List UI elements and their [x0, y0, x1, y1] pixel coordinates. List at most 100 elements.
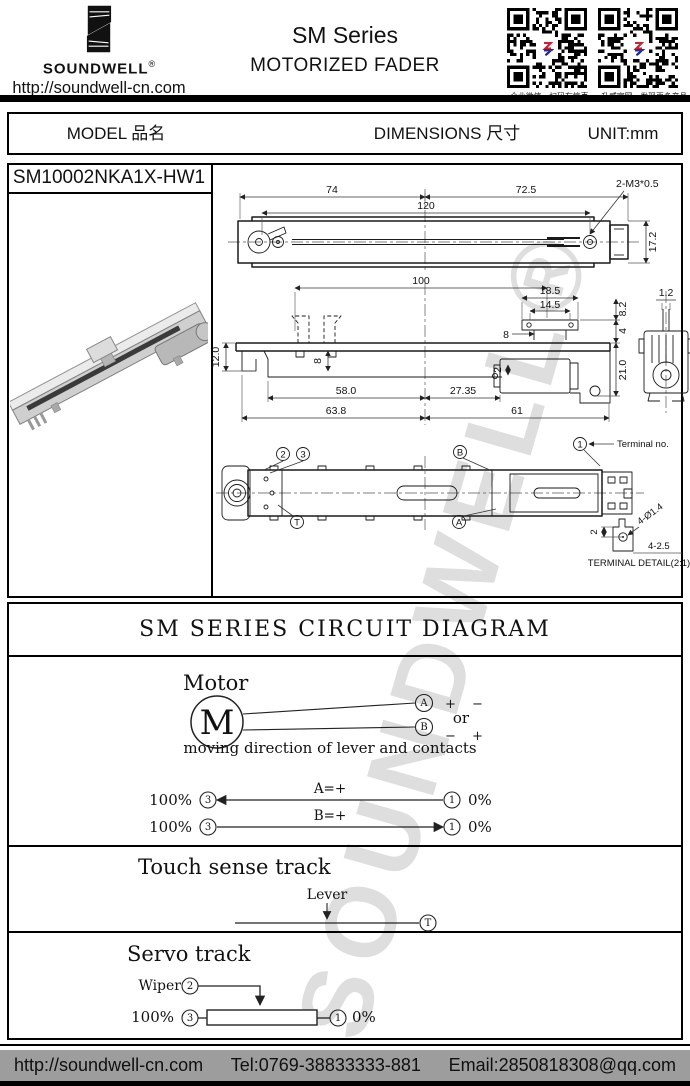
dim-100: 100 — [412, 275, 430, 287]
soundwell-logo-icon — [86, 5, 112, 53]
footer-tel: Tel:0769-38833333-881 — [230, 1055, 421, 1075]
polarity-b-plus: + — [472, 729, 483, 744]
dim-thread: 2-M3*0.5 — [616, 178, 659, 190]
terminal-no-label: Terminal no. — [617, 439, 669, 450]
footer-bottom-bar — [0, 1081, 690, 1086]
touch-sense-section: Touch sense track Lever T — [9, 847, 681, 933]
row-a-right-terminal: 1 — [449, 795, 455, 806]
servo-track-section: Servo track Wiper 2 100% 3 1 0% — [9, 933, 681, 1034]
row-b-left-terminal: 3 — [205, 822, 211, 833]
bottom-view: 2 3 B 1 T A Terminal no. — [216, 437, 669, 530]
dim-4: 4 — [617, 328, 629, 334]
servo-heading: Servo track — [127, 942, 251, 966]
end-view: 1.2 — [638, 287, 690, 413]
dimension-drawing: 74 72.5 120 2-M3*0.5 17.2 — [210, 178, 690, 569]
terminal-detail: 4-Ø1.4 2 4-2.5 TERMINAL DETAIL(2:1) — [588, 501, 690, 569]
row-a-label: A=+ — [313, 781, 346, 797]
header-divider — [0, 95, 690, 102]
brand-reg-mark: ® — [148, 59, 156, 69]
qr-left-block: 企业微信，扫码有惊喜 — [507, 8, 588, 102]
dim-18-5: 18.5 — [540, 285, 561, 297]
row-b-right-pct: 0% — [468, 818, 492, 836]
terminal-1-callout: 1 — [577, 440, 582, 451]
dim-8-inner: 8 — [312, 358, 324, 364]
dim-8-bracket: 8 — [503, 329, 509, 341]
row-a-right-pct: 0% — [468, 791, 492, 809]
circuit-diagram-block: SM SERIES CIRCUIT DIAGRAM Motor M A B + — [7, 602, 683, 1040]
footer-contact-bar: http://soundwell-cn.com Tel:0769-3883333… — [0, 1050, 690, 1081]
motor-heading: Motor — [183, 671, 249, 695]
servo-right-terminal: 1 — [335, 1013, 341, 1024]
servo-track-diagram: Servo track Wiper 2 100% 3 1 0% — [127, 942, 376, 1027]
product-title: MOTORIZED FADER — [250, 55, 440, 76]
series-title: SM Series — [291, 22, 399, 48]
page-title: SM Series MOTORIZED FADER — [195, 22, 495, 77]
dim-14-5: 14.5 — [540, 299, 561, 311]
top-view: 74 72.5 120 2-M3*0.5 17.2 — [228, 178, 659, 273]
polarity-a-plus: + — [445, 697, 456, 712]
terminal-3-callout: 3 — [300, 450, 305, 461]
touch-heading: Touch sense track — [138, 855, 331, 879]
side-view: 100 18.5 14.5 8 8.2 4 21.0 12.0 8 2 58.0… — [210, 275, 690, 425]
servo-left-terminal: 3 — [187, 1013, 193, 1024]
dim-2-motor: 2 — [492, 367, 504, 373]
detail-pitch-label: 4-2.5 — [648, 541, 670, 552]
dim-27-35: 27.35 — [450, 385, 476, 397]
row-a-left-terminal: 3 — [205, 795, 211, 806]
motor-symbol: M — [200, 703, 235, 743]
model-column-label: MODEL 品名 — [66, 124, 166, 143]
circuit-title: SM SERIES CIRCUIT DIAGRAM — [9, 604, 681, 657]
servo-right-pct: 0% — [352, 1008, 376, 1026]
dim-72-5: 72.5 — [516, 184, 537, 196]
dim-12-0: 12.0 — [210, 347, 222, 368]
dim-58-0: 58.0 — [336, 385, 357, 397]
unit-label: UNIT:mm — [587, 124, 659, 143]
terminal-2-callout: 2 — [280, 450, 285, 461]
spec-header-row: MODEL 品名 DIMENSIONS 尺寸 UNIT:mm — [7, 112, 683, 155]
footer-rule — [0, 1044, 690, 1046]
lever-label: Lever — [307, 887, 348, 903]
wiper-label: Wiper — [138, 978, 181, 994]
motor-diagram: Motor M A B + − or − + moving direction … — [149, 671, 492, 836]
dim-120: 120 — [417, 200, 435, 212]
row-b-label: B=+ — [314, 808, 347, 824]
model-number: SM10002NKA1X-HW1 — [7, 163, 211, 194]
wiper-terminal-label: 2 — [187, 981, 193, 992]
panel-divider — [211, 163, 213, 598]
terminal-t-callout: T — [294, 518, 300, 529]
qr-code-wechat — [507, 8, 587, 88]
dim-74: 74 — [326, 184, 338, 196]
footer-email: Email:2850818308@qq.com — [448, 1055, 676, 1075]
qr-right-block: 升威官网，发现更多产品 — [598, 8, 687, 102]
motor-section: Motor M A B + − or − + moving direction … — [9, 657, 681, 847]
brand-url: http://soundwell-cn.com — [12, 79, 186, 98]
terminal-b-label: B — [420, 722, 427, 733]
terminal-b-callout: B — [457, 448, 463, 459]
footer-url: http://soundwell-cn.com — [14, 1055, 204, 1075]
motor-caption: moving direction of lever and contacts — [183, 739, 476, 757]
dim-61: 61 — [511, 405, 523, 417]
servo-left-pct: 100% — [131, 1008, 174, 1026]
or-label: or — [453, 709, 470, 727]
drawing-panel — [7, 163, 683, 598]
brand-block: SOUNDWELL® http://soundwell-cn.com — [10, 4, 188, 98]
dim-17-2: 17.2 — [647, 232, 659, 253]
polarity-a-minus: − — [472, 697, 483, 712]
terminal-t-label: T — [425, 918, 432, 929]
row-b-right-terminal: 1 — [449, 822, 455, 833]
terminal-a-callout: A — [456, 518, 463, 529]
row-b-left-pct: 100% — [149, 818, 192, 836]
dim-21-0: 21.0 — [617, 360, 629, 381]
touch-sense-diagram: Touch sense track Lever T — [138, 855, 437, 932]
row-a-left-pct: 100% — [149, 791, 192, 809]
dim-8-2: 8.2 — [617, 302, 629, 317]
detail-height-label: 2 — [589, 529, 600, 534]
detail-holes-label: 4-Ø1.4 — [635, 501, 665, 527]
brand-name: SOUNDWELL — [42, 60, 149, 78]
detail-caption: TERMINAL DETAIL(2:1) — [588, 558, 690, 569]
terminal-a-label: A — [419, 698, 428, 709]
qr-code-site — [598, 8, 678, 88]
dim-63-8: 63.8 — [326, 405, 347, 417]
polarity-b-minus: − — [445, 729, 456, 744]
